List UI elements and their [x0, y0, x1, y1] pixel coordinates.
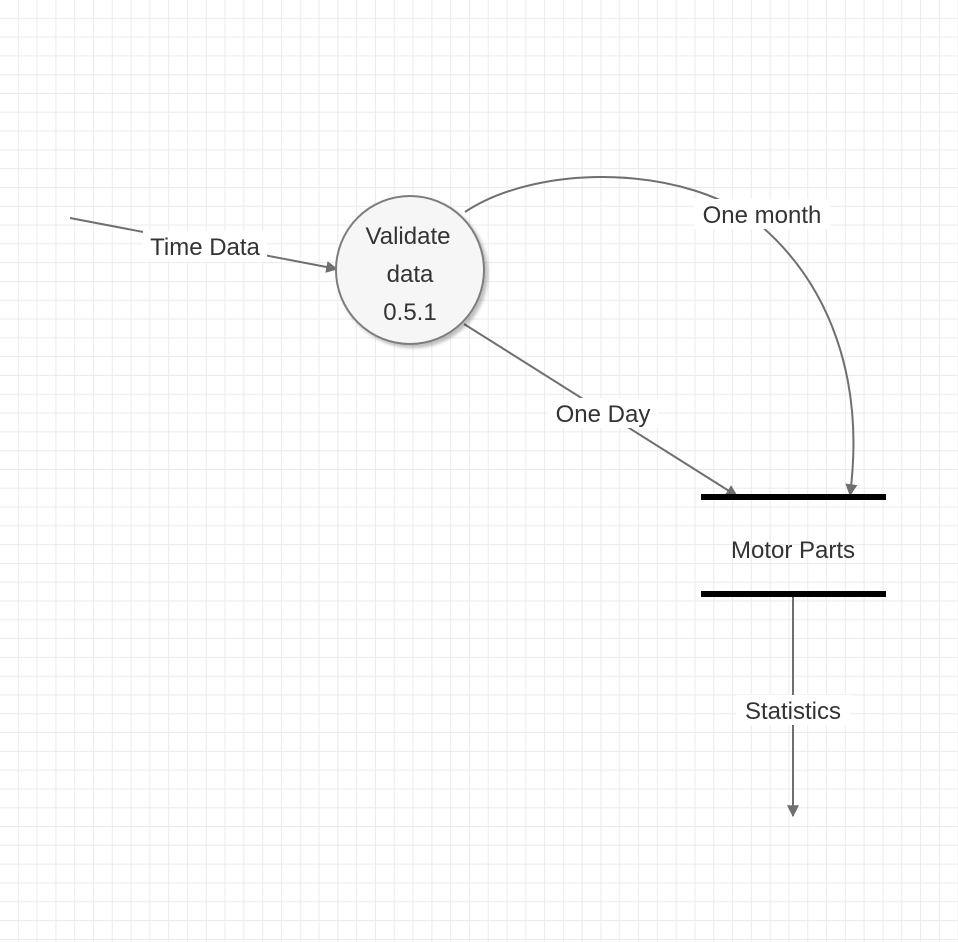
motor-parts-data-store[interactable]: Motor Parts [701, 494, 886, 597]
statistics-label: Statistics [745, 698, 841, 725]
process-circle[interactable] [335, 195, 485, 345]
data-store-name: Motor Parts [731, 537, 855, 564]
statistics-label-bg [736, 695, 850, 725]
time-data-label-bg [143, 231, 267, 261]
one-month-label-bg [694, 199, 830, 229]
one-day-label: One Day [556, 401, 651, 428]
one-month-label: One month [703, 202, 822, 229]
process-name-line2: data [387, 261, 434, 288]
one-day-label-bg [548, 398, 658, 428]
process-id: 0.5.1 [383, 299, 436, 326]
time-data-label: Time Data [150, 234, 260, 261]
validate-data-process[interactable]: Validate data 0.5.1 [335, 195, 485, 345]
process-name-line1: Validate [366, 223, 451, 250]
